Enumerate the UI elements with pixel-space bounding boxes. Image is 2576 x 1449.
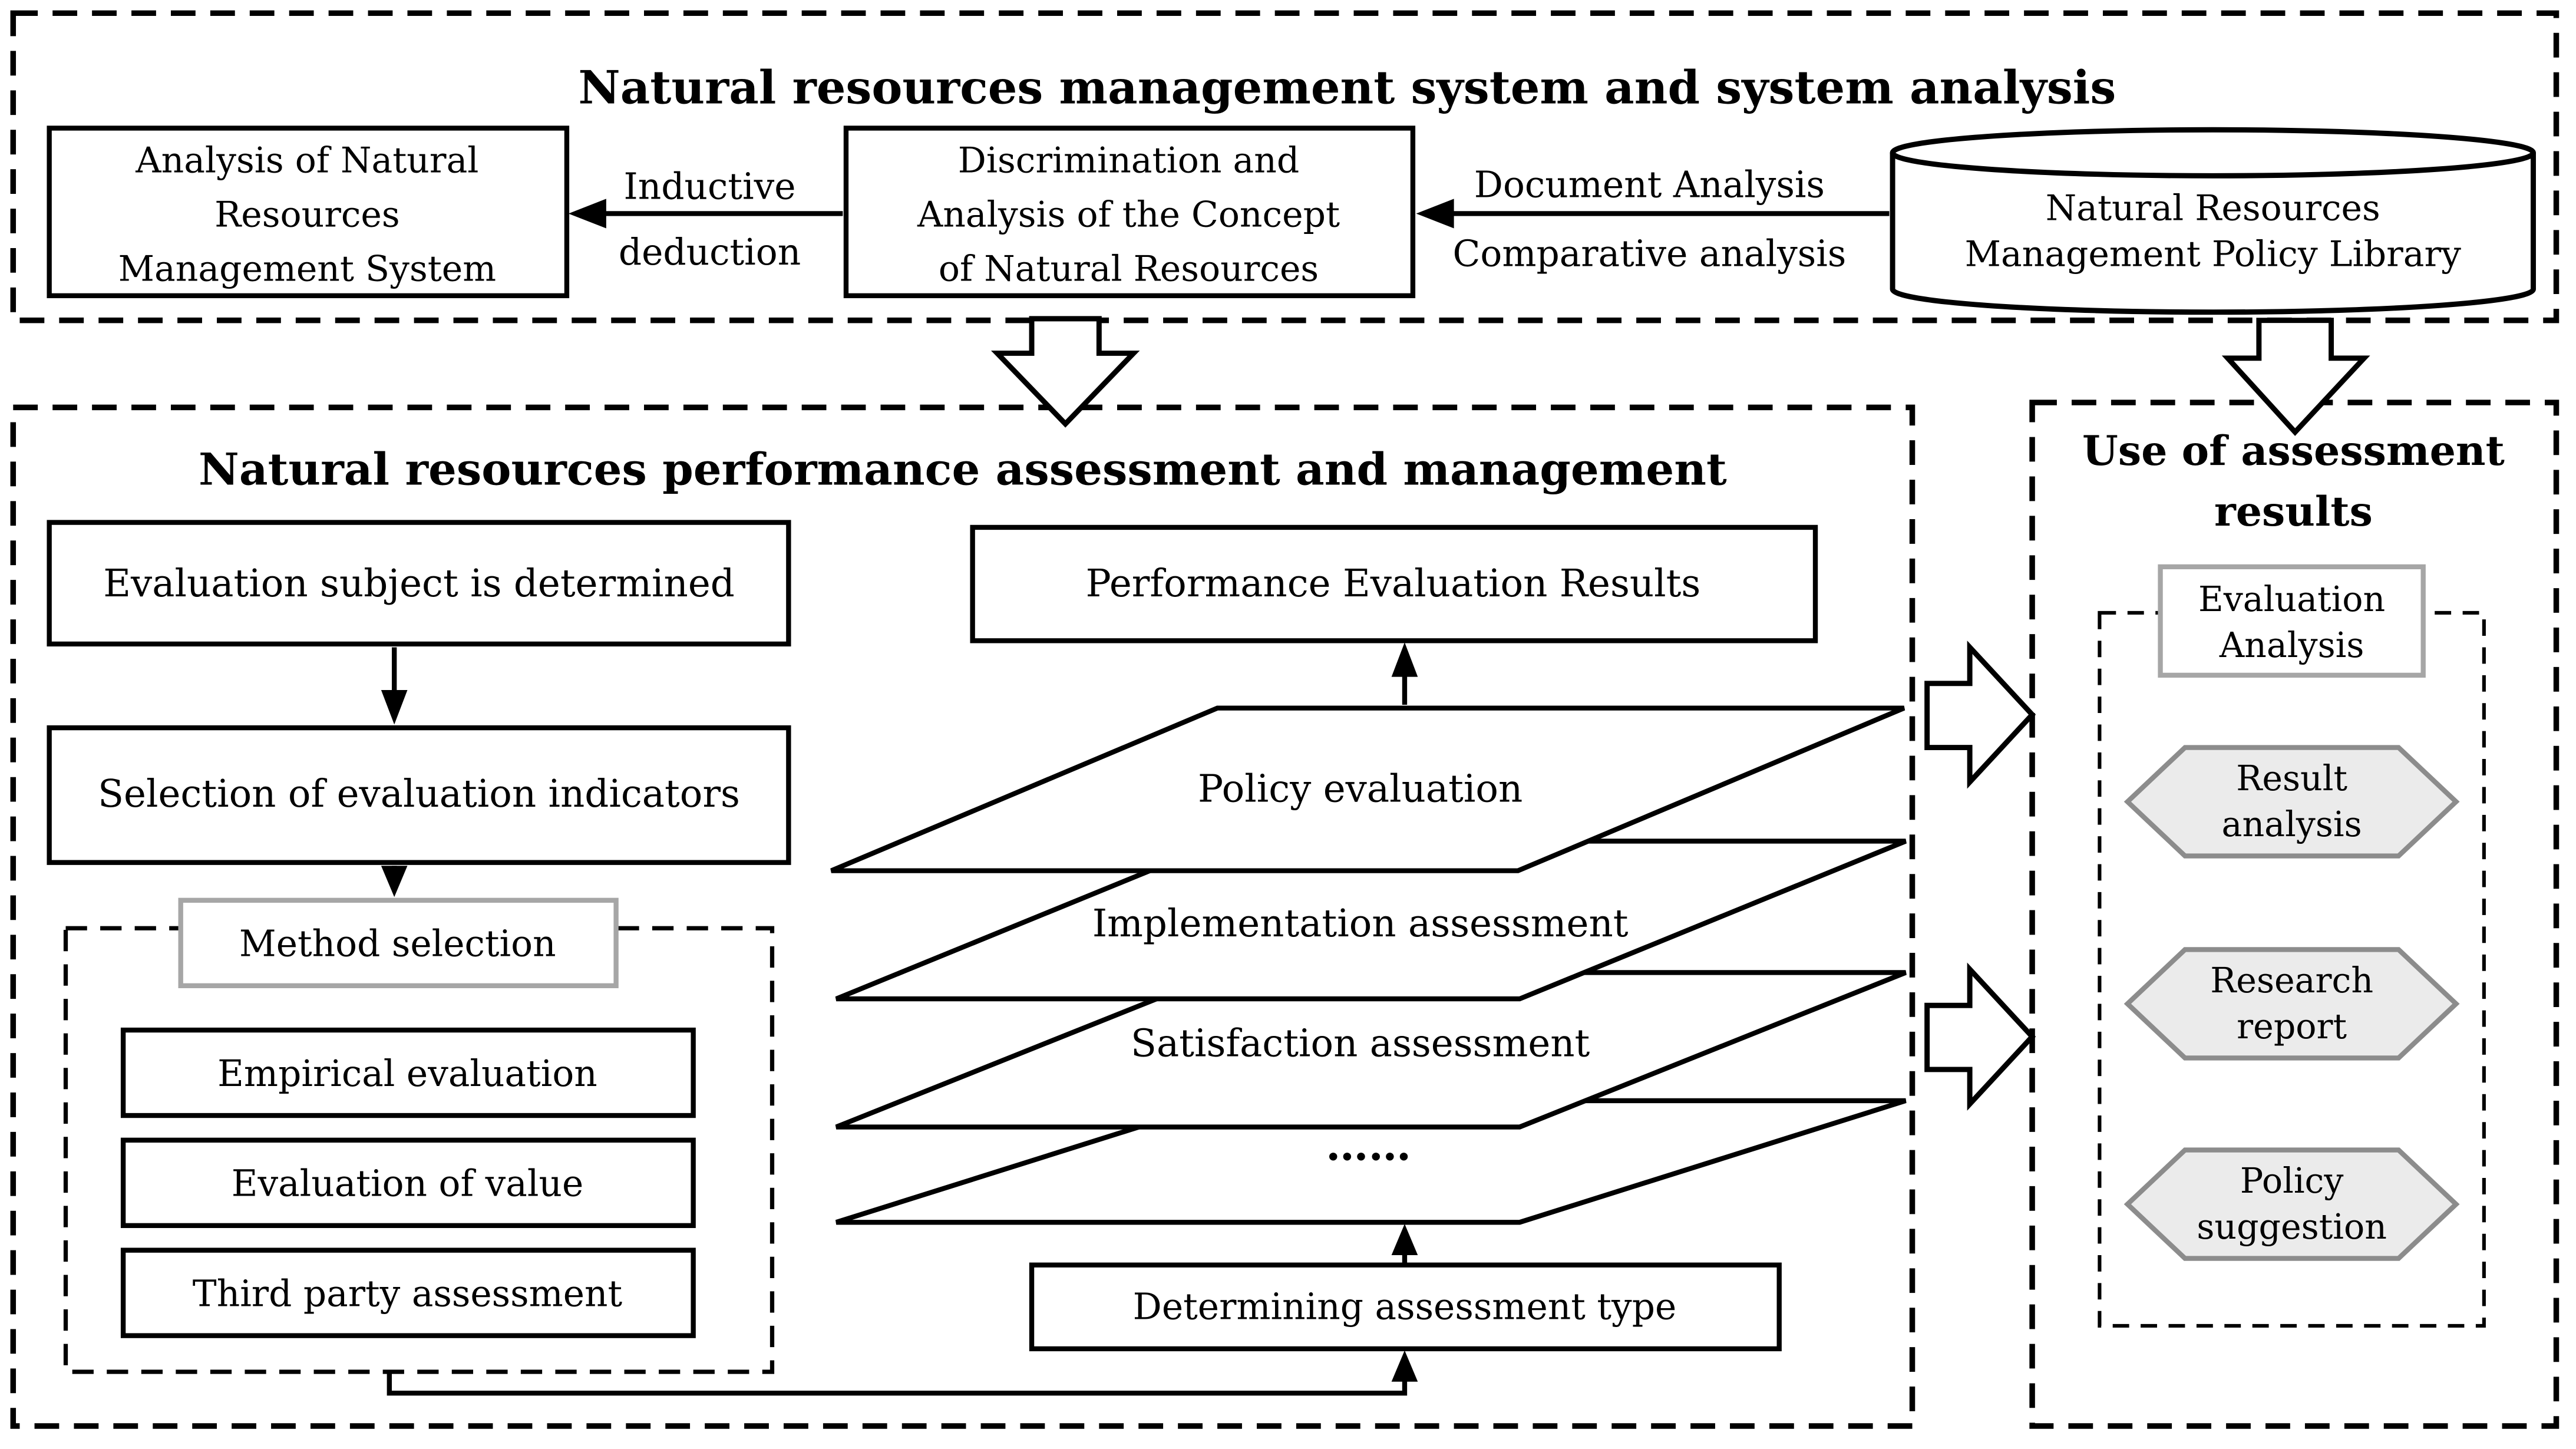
analysis-group-border (2098, 610, 2486, 1328)
indicators-box: Selection of evaluation indicators (47, 725, 791, 865)
layer-policy-shape (830, 705, 1905, 873)
analysis-box: Analysis of Natural Resources Management… (47, 126, 570, 299)
top-section-border (10, 10, 2560, 324)
document-analysis-label: Document Analysis (1474, 164, 1825, 206)
subject-box-label: Evaluation subject is determined (103, 562, 735, 606)
right-block-arrow-bottom-icon (1924, 962, 2036, 1111)
layer-implementation-label: Implementation assessment (1092, 902, 1629, 946)
main-section-title: Natural resources performance assessment… (199, 443, 1727, 495)
inductive-label-line-1: Inductive (624, 166, 796, 207)
cylinder-top-icon (1890, 127, 2536, 179)
policy-library-line-1: Natural Resources (2046, 188, 2380, 229)
comparative-analysis-label: Comparative analysis (1452, 233, 1846, 275)
subject-to-indicators-arrow (381, 647, 408, 725)
policy-library-cylinder: Natural Resources Management Policy Libr… (1890, 127, 2536, 315)
research-report-line-1: Research (2210, 961, 2373, 1001)
concept-box-line-3: of Natural Resources (939, 249, 1319, 290)
result-analysis-hexagon: Result analysis (2123, 745, 2460, 859)
concept-box-line-1: Discrimination and (958, 140, 1299, 181)
research-report-line-2: report (2237, 1006, 2347, 1047)
analysis-box-line-1: Analysis of Natural (135, 140, 478, 181)
right-section-title-line-2: results (2214, 488, 2373, 536)
right-section: Use of assessment results Evaluation Ana… (2029, 400, 2560, 1429)
empirical-box: Empirical evaluation (120, 1027, 696, 1118)
policy-library-line-2: Management Policy Library (1965, 234, 2462, 275)
determining-box-label: Determining assessment type (1133, 1286, 1677, 1328)
third-party-box: Third party assessment (120, 1247, 696, 1338)
evaluation-analysis-box: Evaluation Analysis (2158, 564, 2426, 678)
third-party-box-rect (120, 1247, 696, 1338)
concept-box-line-2: Analysis of the Concept (917, 194, 1340, 236)
method-box-rect (178, 897, 619, 988)
performance-box: Performance Evaluation Results (970, 524, 1818, 643)
document-arrow (1416, 199, 1890, 229)
inductive-label-line-2: deduction (619, 232, 801, 273)
determining-box-rect (1029, 1262, 1782, 1352)
inductive-arrowhead-icon (568, 199, 606, 229)
research-report-hexagon-shape (2123, 947, 2460, 1061)
value-box-label: Evaluation of value (232, 1163, 584, 1205)
document-arrowhead-icon (1416, 199, 1454, 229)
evaluation-analysis-line-2: Analysis (2219, 625, 2364, 665)
method-to-determining-connector (387, 1350, 1418, 1396)
indicators-box-label: Selection of evaluation indicators (98, 772, 740, 816)
policy-suggestion-line-1: Policy (2240, 1161, 2344, 1201)
down-block-arrow-right-icon (2221, 318, 2370, 436)
policy-suggestion-hexagon: Policy suggestion (2123, 1147, 2460, 1261)
analysis-box-line-2: Resources (214, 194, 400, 236)
main-section: Natural resources performance assessment… (10, 404, 1916, 1429)
layer-satisfaction-label: Satisfaction assessment (1131, 1022, 1590, 1066)
right-section-title-line-1: Use of assessment (2082, 427, 2505, 475)
subject-box: Evaluation subject is determined (47, 520, 791, 647)
method-box-label: Method selection (239, 923, 556, 965)
top-section: Natural resources management system and … (10, 10, 2560, 324)
concept-box: Discrimination and Analysis of the Conce… (843, 126, 1416, 299)
policy-suggestion-line-2: suggestion (2197, 1207, 2387, 1247)
empirical-box-label: Empirical evaluation (217, 1053, 597, 1095)
indicators-box-rect (47, 725, 791, 865)
main-section-border (10, 404, 1916, 1429)
value-box-rect (120, 1137, 696, 1229)
performance-box-rect (970, 524, 1818, 643)
determining-to-layers-arrow (1391, 1224, 1418, 1263)
result-analysis-line-1: Result (2236, 758, 2347, 798)
policy-suggestion-hexagon-shape (2123, 1147, 2460, 1261)
assessment-layers: Policy evaluation Implementation assessm… (830, 705, 1907, 1225)
analysis-box-rect (47, 126, 570, 299)
right-section-border (2029, 400, 2560, 1429)
result-analysis-line-2: analysis (2222, 804, 2362, 844)
method-box: Method selection (178, 897, 619, 988)
layer-implementation-shape (835, 839, 1907, 1002)
layer-dots-shape (835, 1098, 1907, 1225)
empirical-box-rect (120, 1027, 696, 1118)
evaluation-analysis-rect (2158, 564, 2426, 678)
evaluation-analysis-line-1: Evaluation (2198, 579, 2385, 619)
indicators-to-method-arrow (381, 866, 408, 897)
subject-box-rect (47, 520, 791, 647)
cylinder-body-icon (1890, 153, 2536, 315)
third-party-box-label: Third party assessment (193, 1273, 623, 1315)
analysis-box-line-3: Management System (118, 249, 496, 290)
inductive-arrow (568, 199, 843, 229)
value-box: Evaluation of value (120, 1137, 696, 1229)
layers-to-performance-arrow (1391, 642, 1418, 705)
top-section-title: Natural resources management system and … (578, 61, 2116, 115)
performance-box-label: Performance Evaluation Results (1086, 562, 1701, 606)
layer-satisfaction-shape (835, 970, 1907, 1130)
result-analysis-hexagon-shape (2123, 745, 2460, 859)
layer-dots-label: …… (1326, 1120, 1411, 1170)
layer-policy-label: Policy evaluation (1198, 767, 1523, 811)
concept-box-rect (843, 126, 1416, 299)
right-block-arrow-top-icon (1924, 641, 2036, 789)
determining-box: Determining assessment type (1029, 1262, 1782, 1352)
down-block-arrow-left-icon (990, 316, 1140, 428)
research-report-hexagon: Research report (2123, 947, 2460, 1061)
